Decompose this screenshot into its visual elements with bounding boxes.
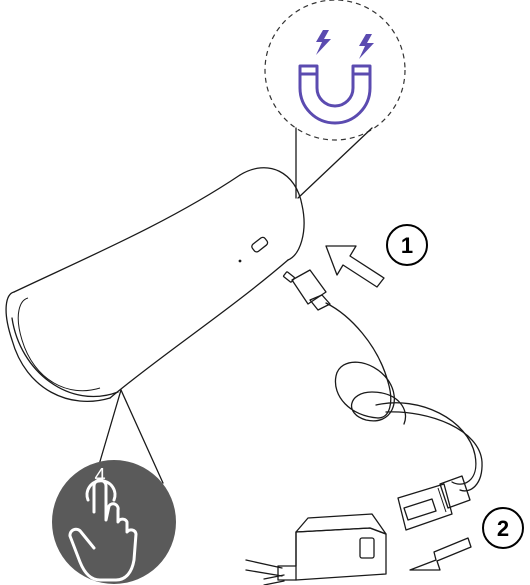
wall-adapter bbox=[245, 513, 387, 585]
insert-arrow-icon bbox=[325, 245, 385, 288]
usb-cable bbox=[325, 302, 483, 492]
step-2-number: 2 bbox=[497, 516, 509, 541]
touch-hand-icon bbox=[68, 478, 138, 582]
step-1-number: 1 bbox=[401, 233, 413, 258]
touch-badge-number: 4 bbox=[94, 465, 105, 487]
insert-arrow-icon bbox=[409, 537, 472, 571]
magnet-callout bbox=[264, 0, 406, 199]
step-2-badge: 2 bbox=[482, 507, 524, 549]
step-1-badge: 1 bbox=[386, 224, 428, 266]
touch-badge bbox=[52, 460, 176, 584]
step-2-arrow bbox=[409, 537, 472, 571]
touch-callout: 4 bbox=[52, 389, 176, 584]
step-1-arrow bbox=[325, 245, 385, 288]
usb-port bbox=[238, 236, 269, 263]
magnet-icon bbox=[298, 30, 374, 125]
usb-a-plug bbox=[397, 475, 471, 531]
adapter-usb-port bbox=[359, 537, 375, 559]
micro-usb-connector bbox=[282, 269, 331, 311]
lamp-body bbox=[5, 167, 305, 402]
